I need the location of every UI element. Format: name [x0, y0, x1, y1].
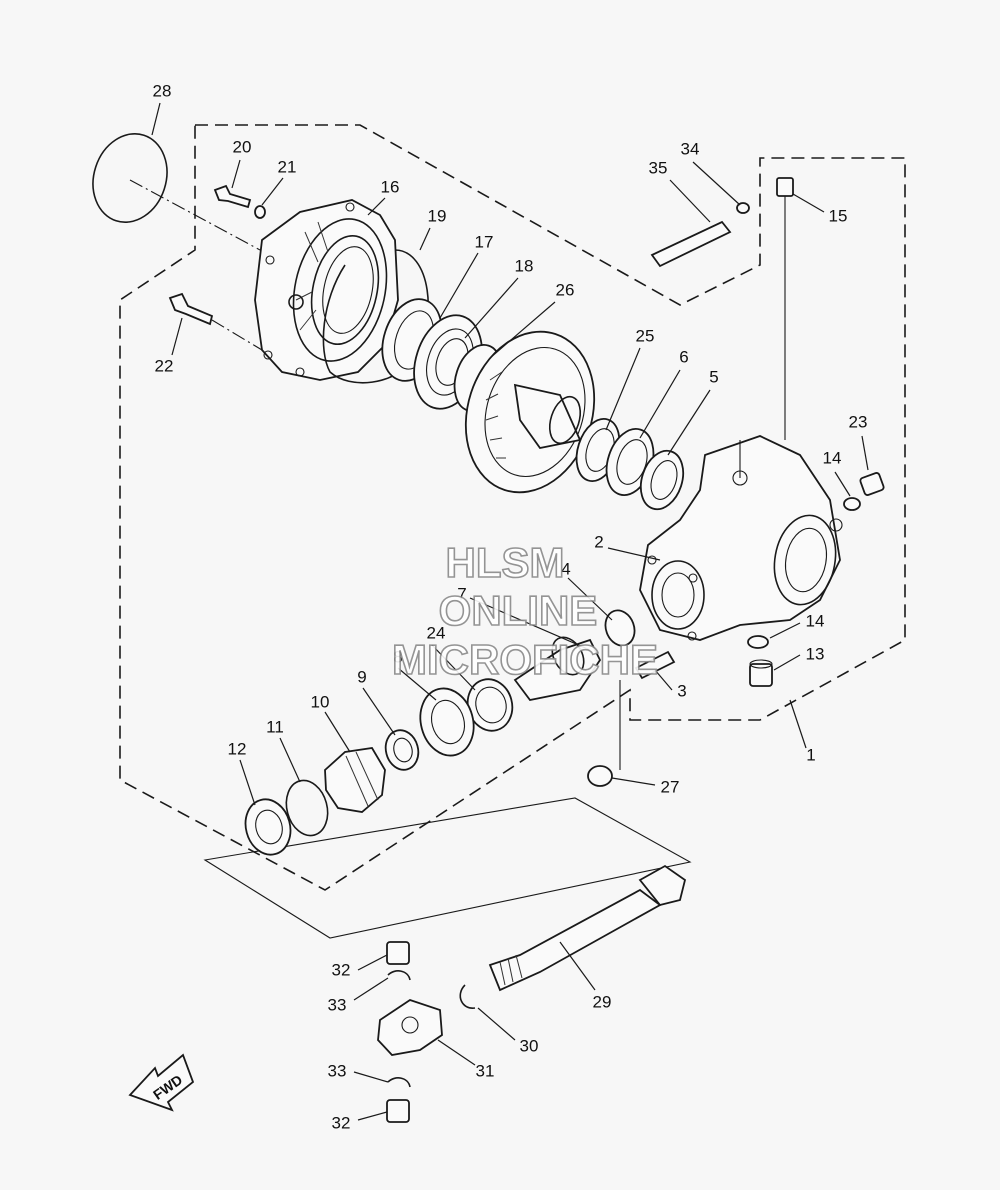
main-assembly-outline [119, 124, 906, 891]
bearing-cup-32-upper [386, 941, 410, 965]
fwd-direction-arrow: FWD [128, 1053, 195, 1112]
washer-21 [254, 205, 266, 219]
collar-9 [384, 729, 420, 771]
callout-22: 22 [155, 356, 174, 375]
pinion-gear-7 [513, 636, 602, 701]
callout-9: 9 [357, 667, 366, 686]
callout-24: 24 [427, 623, 446, 642]
callout-6: 6 [679, 347, 688, 366]
breather-15 [776, 177, 794, 440]
drive-shaft-29 [488, 864, 687, 992]
bearing-housing-16 [254, 199, 399, 381]
watermark-line-2: ONLINE [439, 587, 598, 634]
circlip-30 [459, 984, 476, 1009]
callout-20: 20 [233, 137, 252, 156]
plug-27 [587, 680, 621, 787]
snap-ring-19 [322, 249, 429, 384]
nut-10 [324, 747, 386, 813]
watermark-line-3: MICROFICHE [392, 636, 658, 683]
filler-plug-23 [859, 472, 885, 496]
gear-case-1 [639, 435, 843, 641]
leader-lines [151, 102, 869, 1121]
oil-seal-5 [639, 449, 685, 511]
callout-33-lower: 33 [328, 1061, 347, 1080]
o-ring-28 [92, 132, 261, 251]
callout-33-upper: 33 [328, 995, 347, 1014]
oil-seal-12 [244, 798, 292, 856]
callout-23: 23 [849, 412, 868, 431]
callout-labels: 1 2 3 4 5 6 7 8 9 10 11 12 13 14 14 15 1… [153, 81, 868, 1132]
callout-29: 29 [593, 992, 612, 1011]
washer-14-upper [843, 497, 861, 511]
callout-13: 13 [806, 644, 825, 663]
bolt-3 [634, 650, 676, 680]
universal-joint-31 [377, 999, 443, 1056]
watermark-line-1: HLSM [446, 539, 565, 586]
callout-8: 8 [393, 647, 402, 666]
callout-25: 25 [636, 326, 655, 345]
callout-32-lower: 32 [332, 1113, 351, 1132]
drain-plug-13 [749, 659, 773, 687]
shaft-group-outline [203, 797, 692, 939]
callout-14-upper: 14 [823, 448, 842, 467]
callout-7: 7 [457, 584, 466, 603]
callout-19: 19 [428, 206, 447, 225]
callout-30: 30 [520, 1036, 539, 1055]
bearing-8 [419, 687, 475, 757]
callout-11: 11 [266, 717, 284, 736]
callout-2: 2 [594, 532, 603, 551]
callout-21: 21 [278, 157, 297, 176]
bearing-cup-32-lower [386, 1099, 410, 1123]
callout-26: 26 [556, 280, 575, 299]
callout-3: 3 [677, 681, 686, 700]
callout-31: 31 [476, 1061, 495, 1080]
bolt-20 [213, 184, 252, 209]
callout-27: 27 [661, 777, 680, 796]
callout-16: 16 [381, 177, 400, 196]
bolt-22 [168, 292, 263, 351]
callout-32-upper: 32 [332, 960, 351, 979]
watermark: HLSM ONLINE MICROFICHE [391, 538, 659, 684]
breather-hose-35 [650, 220, 732, 268]
callout-14-lower: 14 [806, 611, 825, 630]
callout-10: 10 [311, 692, 330, 711]
callout-5: 5 [709, 367, 718, 386]
callout-18: 18 [515, 256, 534, 275]
callout-28: 28 [153, 81, 172, 100]
clip-34 [736, 202, 750, 214]
callout-4: 4 [561, 559, 570, 578]
callout-35: 35 [649, 158, 668, 177]
bearing-4 [604, 609, 636, 647]
callout-15: 15 [829, 206, 848, 225]
ring-gear [464, 330, 596, 494]
callout-17: 17 [475, 232, 494, 251]
washer-14-lower [747, 635, 769, 649]
callout-12: 12 [228, 739, 247, 758]
clip-33-lower [387, 1077, 411, 1088]
callout-1: 1 [806, 745, 815, 764]
clip-33-upper [387, 970, 411, 981]
callout-34: 34 [681, 139, 700, 158]
